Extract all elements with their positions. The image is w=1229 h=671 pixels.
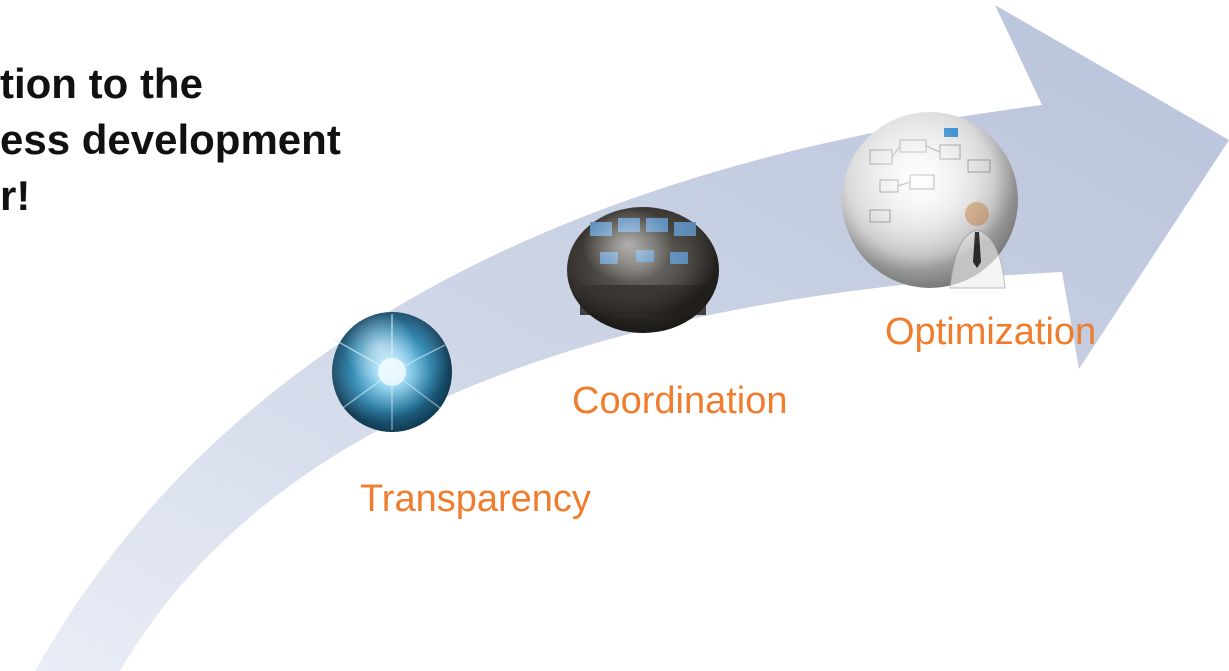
- heading-line-3: r!: [0, 172, 31, 219]
- stage-label-transparency: Transparency: [360, 478, 591, 520]
- stage-label-optimization: Optimization: [885, 311, 1097, 353]
- heading-line-1: tion to the: [0, 60, 203, 107]
- business-planning-image: [842, 112, 1018, 289]
- control-room-image: [567, 207, 719, 333]
- stage-label-coordination: Coordination: [572, 380, 788, 422]
- data-tunnel-image: [332, 312, 452, 432]
- slide-heading: tion to the ess development r!: [0, 56, 420, 224]
- heading-line-2: ess development: [0, 116, 341, 163]
